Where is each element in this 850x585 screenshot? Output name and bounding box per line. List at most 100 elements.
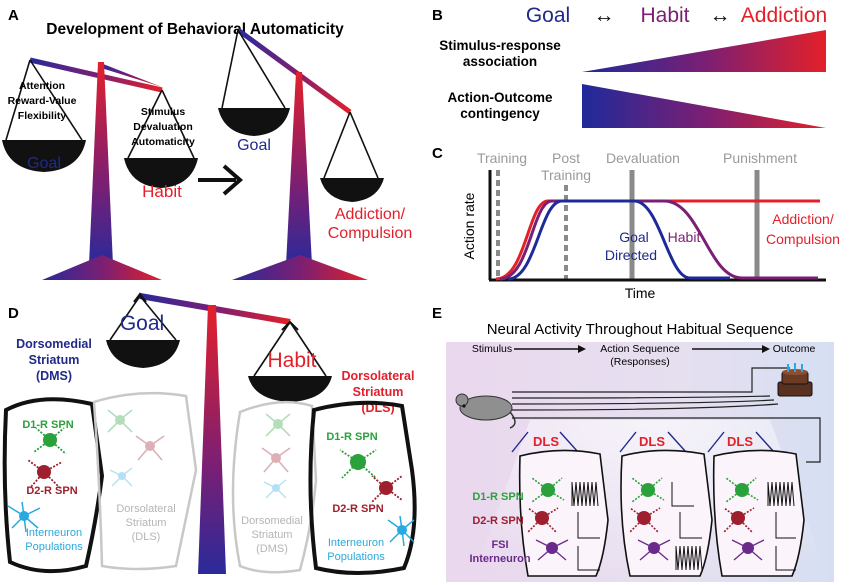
d2-label: D2-R SPN bbox=[26, 485, 77, 497]
sequence-lines bbox=[511, 367, 821, 463]
panel-e: E Neural Activity Throughout Habitual Se… bbox=[432, 305, 834, 582]
scale-base bbox=[232, 255, 368, 280]
spectrum-arrow-1: ↔ bbox=[594, 4, 615, 27]
ghost-dls-label-3: (DLS) bbox=[132, 531, 161, 543]
interneuron-label-2: Populations bbox=[25, 541, 83, 553]
habit-curve-label: Habit bbox=[668, 229, 701, 245]
mouse-icon bbox=[455, 393, 516, 429]
ghost-dms-label-2: Striatum bbox=[252, 529, 293, 541]
goal-curve-label-1: Goal bbox=[619, 229, 649, 245]
goal-item-0: Attention bbox=[19, 80, 65, 92]
goal-item-2: Flexibility bbox=[18, 110, 67, 122]
d1-neuron-icon bbox=[33, 427, 67, 455]
d2-label-b: D2-R SPN bbox=[332, 503, 383, 515]
goal-directed-curve bbox=[507, 199, 730, 281]
panel-a-title: Development of Behavioral Automaticity bbox=[46, 21, 344, 38]
spectrum-goal: Goal bbox=[526, 4, 570, 27]
spike-trace-fsi bbox=[577, 546, 600, 571]
habit-item-2: Automaticity bbox=[131, 136, 195, 148]
spectrum-addiction: Addiction bbox=[741, 4, 827, 27]
balance-scale-2 bbox=[218, 27, 384, 280]
spectrum-arrow-2: ↔ bbox=[710, 4, 731, 27]
scale-beam bbox=[236, 27, 352, 115]
action-sequence-label-1: Action Sequence bbox=[600, 343, 680, 355]
spike-trace-d1 bbox=[571, 481, 599, 507]
ghost-dms-label-1: Dorsomedial bbox=[241, 515, 303, 527]
dls-label-e-3: DLS bbox=[727, 434, 753, 449]
scale-beam bbox=[29, 57, 163, 93]
dls-ghost-region bbox=[92, 391, 198, 571]
spectrum-habit: Habit bbox=[640, 4, 689, 27]
habit-pan bbox=[248, 376, 332, 402]
panel-d: D Goal Habit Dorsomedial Striatum (DMS) … bbox=[2, 292, 417, 575]
panel-c: C Training Post Training Devaluation Pun… bbox=[432, 145, 840, 301]
unit-3-neurons bbox=[723, 477, 796, 571]
d1-label-b: D1-R SPN bbox=[326, 431, 377, 443]
ghost-dls-label-2: Striatum bbox=[126, 517, 167, 529]
habit-item-0: Stimulus bbox=[141, 106, 185, 118]
phase-devaluation: Devaluation bbox=[606, 150, 680, 166]
scale-base bbox=[42, 255, 162, 280]
balance-scale-1 bbox=[2, 57, 198, 280]
sr-label-2: association bbox=[463, 54, 537, 69]
sr-label-1: Stimulus-response bbox=[439, 38, 561, 53]
dls-label-e-1: DLS bbox=[533, 434, 559, 449]
addiction-label-2: Compulsion bbox=[328, 225, 412, 242]
cake-icon bbox=[777, 363, 813, 397]
dms-label-3: (DMS) bbox=[36, 369, 72, 383]
addiction-curve-label-2: Compulsion bbox=[766, 231, 840, 247]
panel-e-letter: E bbox=[432, 305, 442, 322]
ghost-dms-label-3: (DMS) bbox=[256, 543, 288, 555]
e-fsi-label-1: FSI bbox=[491, 539, 508, 551]
unit-1-neurons bbox=[527, 477, 600, 571]
goal-pan bbox=[106, 340, 180, 368]
panel-d-goal: Goal bbox=[120, 312, 164, 335]
panel-c-letter: C bbox=[432, 145, 443, 162]
dms-label-1: Dorsomedial bbox=[16, 337, 92, 351]
ao-label-2: contingency bbox=[460, 106, 540, 121]
goal-pan bbox=[2, 140, 86, 172]
outcome-label: Outcome bbox=[773, 343, 816, 355]
scale-pole bbox=[286, 72, 312, 265]
interneuron-icon bbox=[387, 515, 415, 547]
ghost-dls-label-1: Dorsolateral bbox=[116, 503, 175, 515]
d2-neuron-icon bbox=[371, 475, 403, 503]
d1-neuron-icon bbox=[339, 449, 377, 479]
action-sequence-label-2: (Responses) bbox=[610, 356, 670, 368]
dms-label-2: Striatum bbox=[29, 353, 80, 367]
interneuron-icon bbox=[7, 501, 41, 533]
interneuron-label-b-2: Populations bbox=[327, 551, 385, 563]
habit-item-1: Devaluation bbox=[133, 121, 193, 133]
e-d1-label: D1-R SPN bbox=[472, 491, 523, 503]
stimulus-label: Stimulus bbox=[472, 343, 512, 355]
addiction-label-1: Addiction/ bbox=[335, 206, 406, 223]
panel-a: A Development of Behavioral Automaticity… bbox=[2, 7, 412, 280]
dls-label-1: Dorsolateral bbox=[342, 369, 415, 383]
panel-b-letter: B bbox=[432, 7, 443, 24]
spike-trace-d2 bbox=[577, 512, 600, 539]
e-d2-label: D2-R SPN bbox=[472, 515, 523, 527]
phase-post: Post bbox=[552, 150, 580, 166]
habit-label: Habit bbox=[142, 182, 182, 201]
interneuron-label-b-1: Interneuron bbox=[328, 537, 384, 549]
dls-label-e-2: DLS bbox=[639, 434, 665, 449]
habit-pan bbox=[124, 158, 198, 188]
panel-b: B Goal ↔ Habit ↔ Addiction Stimulus-resp… bbox=[432, 4, 827, 128]
goal-item-1: Reward-Value bbox=[8, 95, 77, 107]
phase-punishment: Punishment bbox=[723, 150, 797, 166]
unit-2-neurons bbox=[629, 477, 703, 571]
panel-a-letter: A bbox=[8, 7, 19, 24]
addiction-pan bbox=[320, 178, 384, 202]
scale-pole bbox=[89, 62, 113, 265]
dls-unit-3 bbox=[707, 431, 805, 577]
goal-label: Goal bbox=[27, 155, 61, 172]
phase-training: Training bbox=[477, 150, 527, 166]
sr-ramp bbox=[582, 30, 826, 72]
e-fsi-label-2: Interneuron bbox=[469, 553, 530, 565]
ao-ramp bbox=[582, 84, 826, 128]
goal-label-2: Goal bbox=[237, 137, 271, 154]
ao-label-1: Action-Outcome bbox=[447, 90, 552, 105]
panel-d-habit: Habit bbox=[267, 349, 316, 372]
y-axis-label: Action rate bbox=[461, 192, 477, 259]
